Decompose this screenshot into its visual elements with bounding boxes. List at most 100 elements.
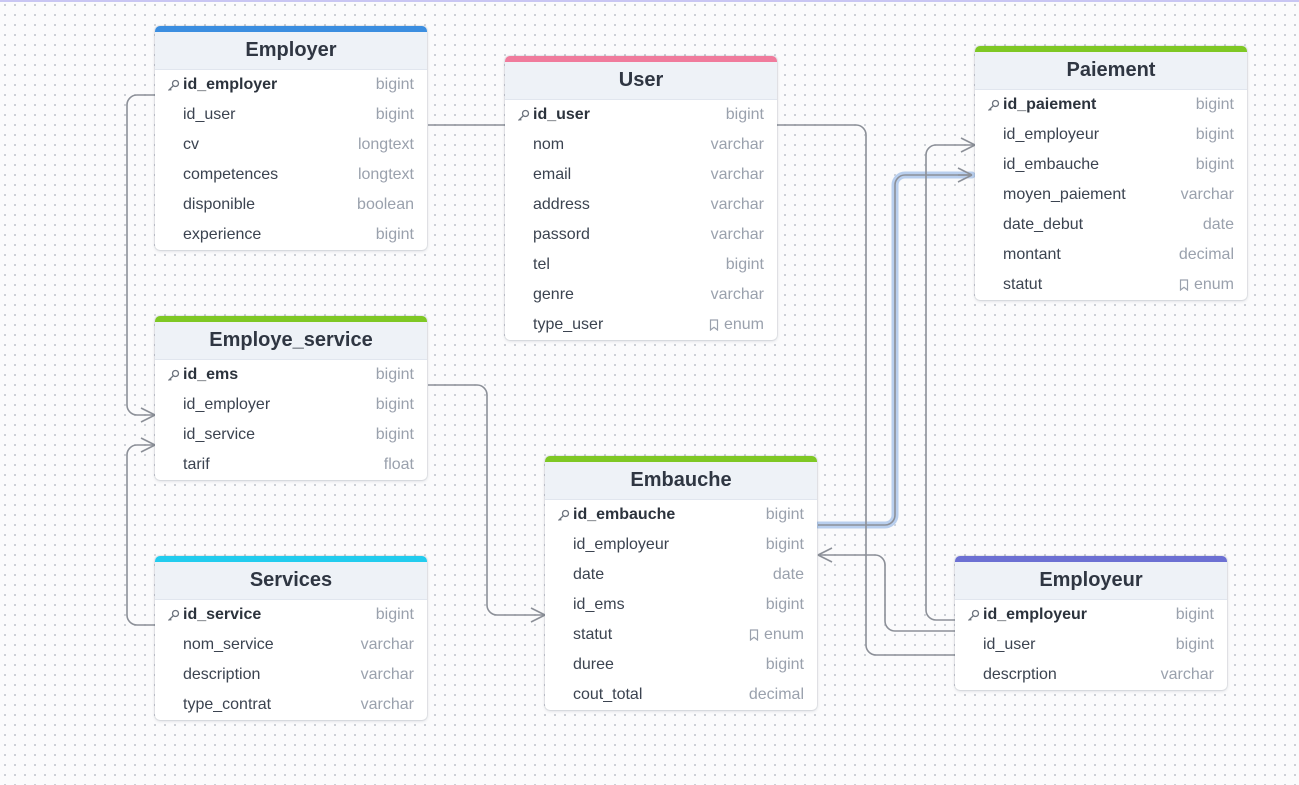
column-name: id_employeur xyxy=(1003,126,1100,143)
column-name: id_employer xyxy=(183,396,271,413)
column-row[interactable]: id_service bigint xyxy=(155,600,427,630)
column-type: longtext xyxy=(357,136,414,153)
column-type: enum xyxy=(723,316,764,333)
table-header[interactable]: Services xyxy=(155,556,427,600)
crowfoot-paiement-id-employeur xyxy=(960,137,976,153)
column-row[interactable]: type_user enum xyxy=(505,310,777,340)
column-row[interactable]: passord varchar xyxy=(505,220,777,250)
key-icon xyxy=(967,609,983,622)
column-row[interactable]: id_employer bigint xyxy=(155,70,427,100)
table-header[interactable]: User xyxy=(505,56,777,100)
crowfoot-employe-service-id-employer xyxy=(140,407,156,423)
column-row[interactable]: id_paiement bigint xyxy=(975,90,1247,120)
column-type: varchar xyxy=(360,636,414,653)
column-name: id_user xyxy=(983,636,1036,653)
column-row[interactable]: id_embauche bigint xyxy=(545,500,817,530)
column-row[interactable]: id_employeur bigint xyxy=(955,600,1227,630)
column-row[interactable]: moyen_paiement varchar xyxy=(975,180,1247,210)
column-type: bigint xyxy=(725,256,764,273)
table-header[interactable]: Employe_service xyxy=(155,316,427,360)
table-paiement[interactable]: Paiement id_paiement bigint id_employeur… xyxy=(975,46,1247,300)
column-name: tarif xyxy=(183,456,210,473)
column-name: type_contrat xyxy=(183,696,272,713)
column-row[interactable]: cv longtext xyxy=(155,130,427,160)
column-row[interactable]: statut enum xyxy=(975,270,1247,300)
column-type: bigint xyxy=(1175,606,1214,623)
column-name: moyen_paiement xyxy=(1003,186,1126,203)
column-name: cv xyxy=(183,136,199,153)
table-employe-service[interactable]: Employe_service id_ems bigint id_employe… xyxy=(155,316,427,480)
column-name: passord xyxy=(533,226,590,243)
table-header[interactable]: Employer xyxy=(155,26,427,70)
table-header[interactable]: Embauche xyxy=(545,456,817,500)
column-row[interactable]: id_employer bigint xyxy=(155,390,427,420)
column-name: statut xyxy=(1003,276,1043,293)
key-icon xyxy=(987,99,1003,112)
column-type: enum xyxy=(1193,276,1234,293)
link-employe-service-embauche xyxy=(428,384,545,616)
column-name: duree xyxy=(573,656,614,673)
column-row[interactable]: statut enum xyxy=(545,620,817,650)
link-employeur-paiement xyxy=(925,144,975,621)
column-row[interactable]: id_ems bigint xyxy=(155,360,427,390)
column-row[interactable]: genre varchar xyxy=(505,280,777,310)
column-name: address xyxy=(533,196,590,213)
table-header[interactable]: Paiement xyxy=(975,46,1247,90)
column-type: varchar xyxy=(710,286,764,303)
column-name: nom_service xyxy=(183,636,274,653)
table-services[interactable]: Services id_service bigint nom_service va… xyxy=(155,556,427,720)
column-name: id_user xyxy=(533,106,590,123)
column-type: bigint xyxy=(375,606,414,623)
column-type: varchar xyxy=(1180,186,1234,203)
column-type: date xyxy=(1202,216,1234,233)
table-embauche[interactable]: Embauche id_embauche bigint id_employeur… xyxy=(545,456,817,710)
column-row[interactable]: id_user bigint xyxy=(505,100,777,130)
column-type: bigint xyxy=(375,226,414,243)
key-icon xyxy=(167,609,183,622)
column-name: competences xyxy=(183,166,279,183)
column-name: genre xyxy=(533,286,574,303)
canvas-top-border xyxy=(0,0,1299,2)
crowfoot-embauche-id-employeur xyxy=(817,547,833,563)
column-type: enum xyxy=(763,626,804,643)
column-type: bigint xyxy=(375,76,414,93)
column-name: id_employeur xyxy=(573,536,670,553)
column-type: bigint xyxy=(375,366,414,383)
column-type: bigint xyxy=(375,396,414,413)
column-row[interactable]: nom_service varchar xyxy=(155,630,427,660)
column-type: varchar xyxy=(710,226,764,243)
column-row[interactable]: id_employeur bigint xyxy=(545,530,817,560)
column-row[interactable]: address varchar xyxy=(505,190,777,220)
crowfoot-paiement-id-embauche xyxy=(957,167,973,183)
table-header[interactable]: Employeur xyxy=(955,556,1227,600)
column-type: bigint xyxy=(765,536,804,553)
column-type: varchar xyxy=(710,196,764,213)
column-name: email xyxy=(533,166,572,183)
column-name: id_user xyxy=(183,106,236,123)
column-name: id_ems xyxy=(573,596,625,613)
